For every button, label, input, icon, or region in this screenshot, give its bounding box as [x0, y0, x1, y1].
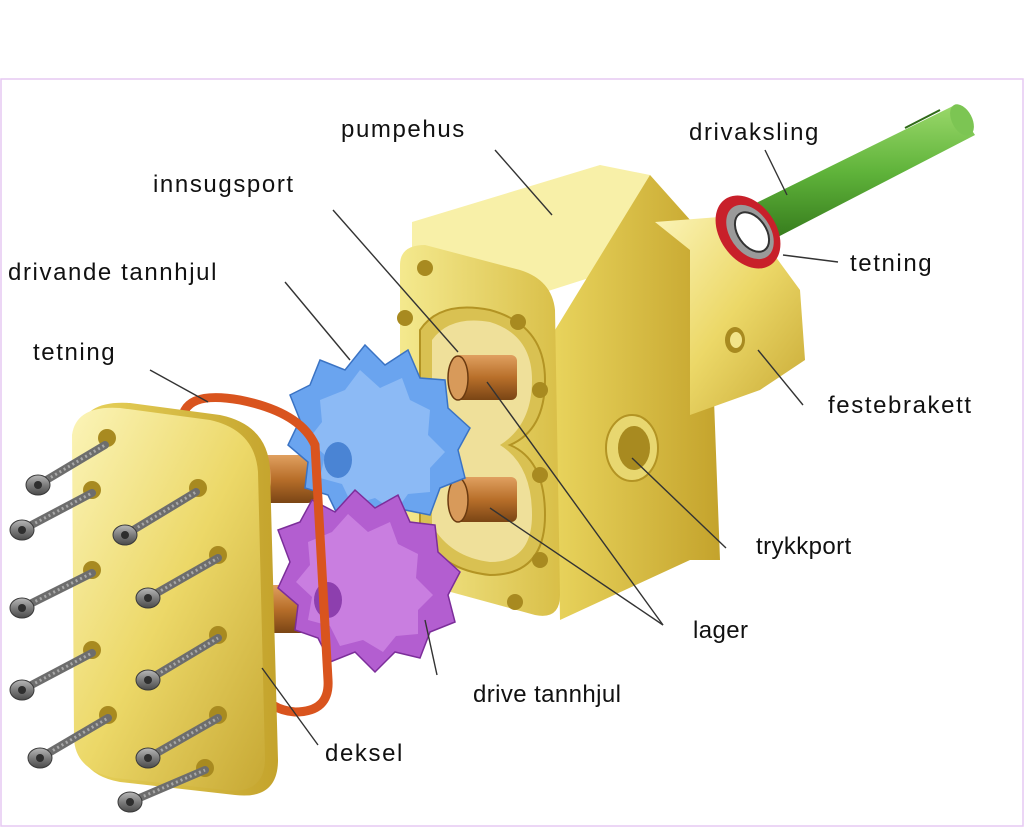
leader-driving-gear — [284, 281, 351, 361]
label-pressure-port: trykkport — [756, 533, 852, 560]
label-bearings: lager — [693, 617, 748, 644]
drive-shaft — [752, 104, 975, 240]
label-driven-gear: drive tannhjul — [473, 681, 621, 708]
label-shaft-seal: tetning — [850, 250, 933, 277]
leader-shaft-seal — [782, 254, 839, 263]
bolt — [9, 569, 96, 619]
housing-bolt-hole — [532, 382, 548, 398]
leader-driven-gear — [424, 619, 438, 676]
housing-bolt-hole — [397, 310, 413, 326]
housing-bolt-hole — [532, 552, 548, 568]
bolt — [135, 714, 222, 769]
label-cover: deksel — [325, 740, 404, 767]
cover — [72, 402, 278, 796]
bolt — [135, 554, 222, 609]
shaft-seal — [715, 195, 781, 269]
housing-bolt-hole — [507, 594, 523, 610]
housing-bolt-hole — [532, 467, 548, 483]
leader-lines — [149, 149, 839, 746]
leader-suction-port — [332, 209, 459, 353]
driving-gear — [287, 343, 471, 532]
leader-drive-shaft — [764, 149, 788, 196]
bearing-upper — [447, 355, 517, 401]
housing-bolt-hole — [417, 260, 433, 276]
label-cover-seal: tetning — [33, 339, 116, 366]
leader-mounting-bracket — [757, 349, 804, 406]
leader-pump-housing — [494, 149, 553, 216]
label-suction-port: innsugsport — [153, 171, 295, 198]
leader-pressure-port — [631, 457, 727, 549]
bolt — [25, 441, 109, 496]
leader-cover — [261, 667, 319, 746]
bolt — [135, 634, 222, 691]
bolt — [9, 489, 96, 541]
leader-cover-seal — [149, 369, 209, 403]
housing-bolt-hole — [510, 314, 526, 330]
bolt — [9, 649, 96, 701]
leader-bearing-lower — [489, 507, 664, 626]
bolt — [112, 488, 200, 546]
leader-bearing-upper — [486, 381, 664, 626]
label-driving-gear: drivande tannhjul — [8, 259, 218, 286]
bolt — [117, 766, 209, 813]
bolt — [27, 714, 112, 769]
label-mounting-bracket: festebrakett — [828, 392, 973, 419]
label-pump-housing: pumpehus — [341, 116, 466, 143]
label-drive-shaft: drivaksling — [689, 119, 820, 146]
bearing-lower — [447, 477, 517, 523]
cover-bolts — [9, 441, 222, 813]
